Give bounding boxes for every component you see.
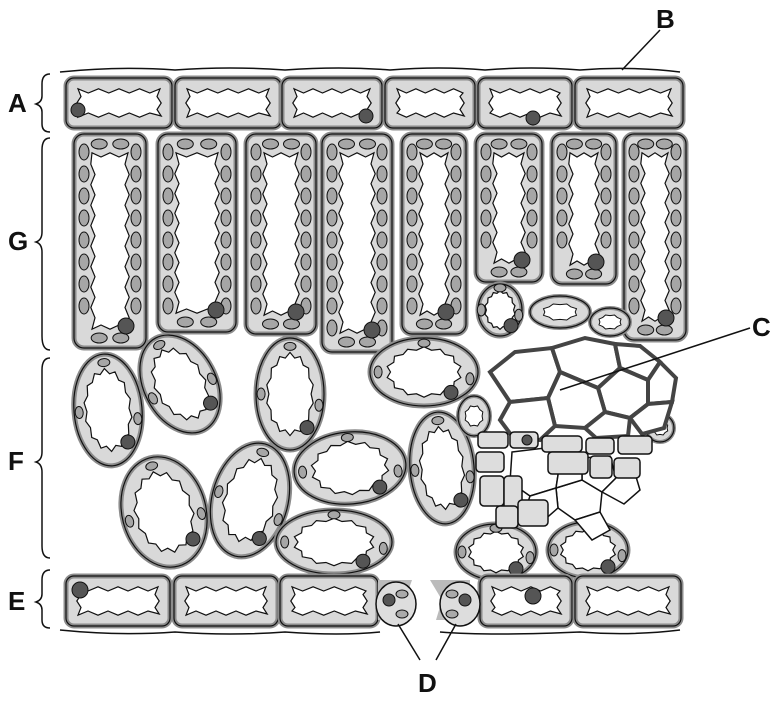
lower-epidermis bbox=[66, 576, 681, 626]
upper-epidermis bbox=[66, 78, 683, 128]
brace-E bbox=[36, 570, 50, 628]
epidermal-cell bbox=[575, 78, 683, 128]
spongy-cell bbox=[370, 338, 478, 406]
guard-cell-left bbox=[376, 582, 416, 626]
palisade-cell bbox=[246, 134, 316, 334]
palisade-cell bbox=[74, 134, 146, 348]
label-G: G bbox=[8, 226, 28, 256]
upper-cuticle bbox=[60, 68, 680, 72]
spongy-cell bbox=[276, 510, 392, 574]
epidermal-cell bbox=[66, 78, 172, 128]
leader-D-right bbox=[436, 624, 456, 660]
bundle-sheath-cell bbox=[458, 396, 490, 436]
epidermal-cell bbox=[478, 78, 572, 128]
brace-A bbox=[36, 74, 50, 132]
phloem-cells bbox=[476, 432, 652, 540]
palisade-cell bbox=[158, 134, 236, 332]
epidermal-cell bbox=[385, 78, 475, 128]
spongy-cell bbox=[109, 447, 219, 577]
guard-cell-right bbox=[440, 582, 480, 626]
xylem-vessels bbox=[490, 338, 676, 440]
spongy-cell bbox=[69, 351, 147, 469]
brace-G bbox=[36, 138, 50, 350]
label-A: A bbox=[8, 88, 27, 118]
palisade-cell bbox=[402, 134, 466, 334]
epidermal-cell bbox=[66, 576, 170, 626]
leader-D-left bbox=[398, 624, 420, 660]
palisade-cell bbox=[322, 134, 392, 352]
stoma bbox=[376, 580, 480, 626]
label-C: C bbox=[752, 312, 771, 342]
label-D: D bbox=[418, 668, 437, 698]
epidermal-cell bbox=[175, 78, 281, 128]
label-B: B bbox=[656, 4, 675, 34]
label-F: F bbox=[8, 446, 24, 476]
bundle-sheath-cell bbox=[590, 308, 630, 336]
epidermal-cell bbox=[575, 576, 681, 626]
epidermal-cell bbox=[174, 576, 278, 626]
epidermal-cell bbox=[282, 78, 382, 128]
lower-cuticle bbox=[60, 630, 680, 634]
label-E: E bbox=[8, 586, 25, 616]
bundle-sheath-cell bbox=[530, 296, 590, 328]
epidermal-cell bbox=[480, 576, 572, 626]
palisade-cell bbox=[624, 134, 686, 340]
epidermal-cell bbox=[280, 576, 378, 626]
palisade-cell bbox=[552, 134, 616, 284]
brace-F bbox=[36, 358, 50, 558]
leader-B bbox=[622, 30, 660, 70]
spongy-cell bbox=[256, 338, 324, 450]
braces bbox=[36, 74, 50, 628]
palisade-cell bbox=[476, 134, 542, 282]
spongy-cell bbox=[477, 284, 522, 336]
spongy-cell bbox=[456, 524, 536, 580]
